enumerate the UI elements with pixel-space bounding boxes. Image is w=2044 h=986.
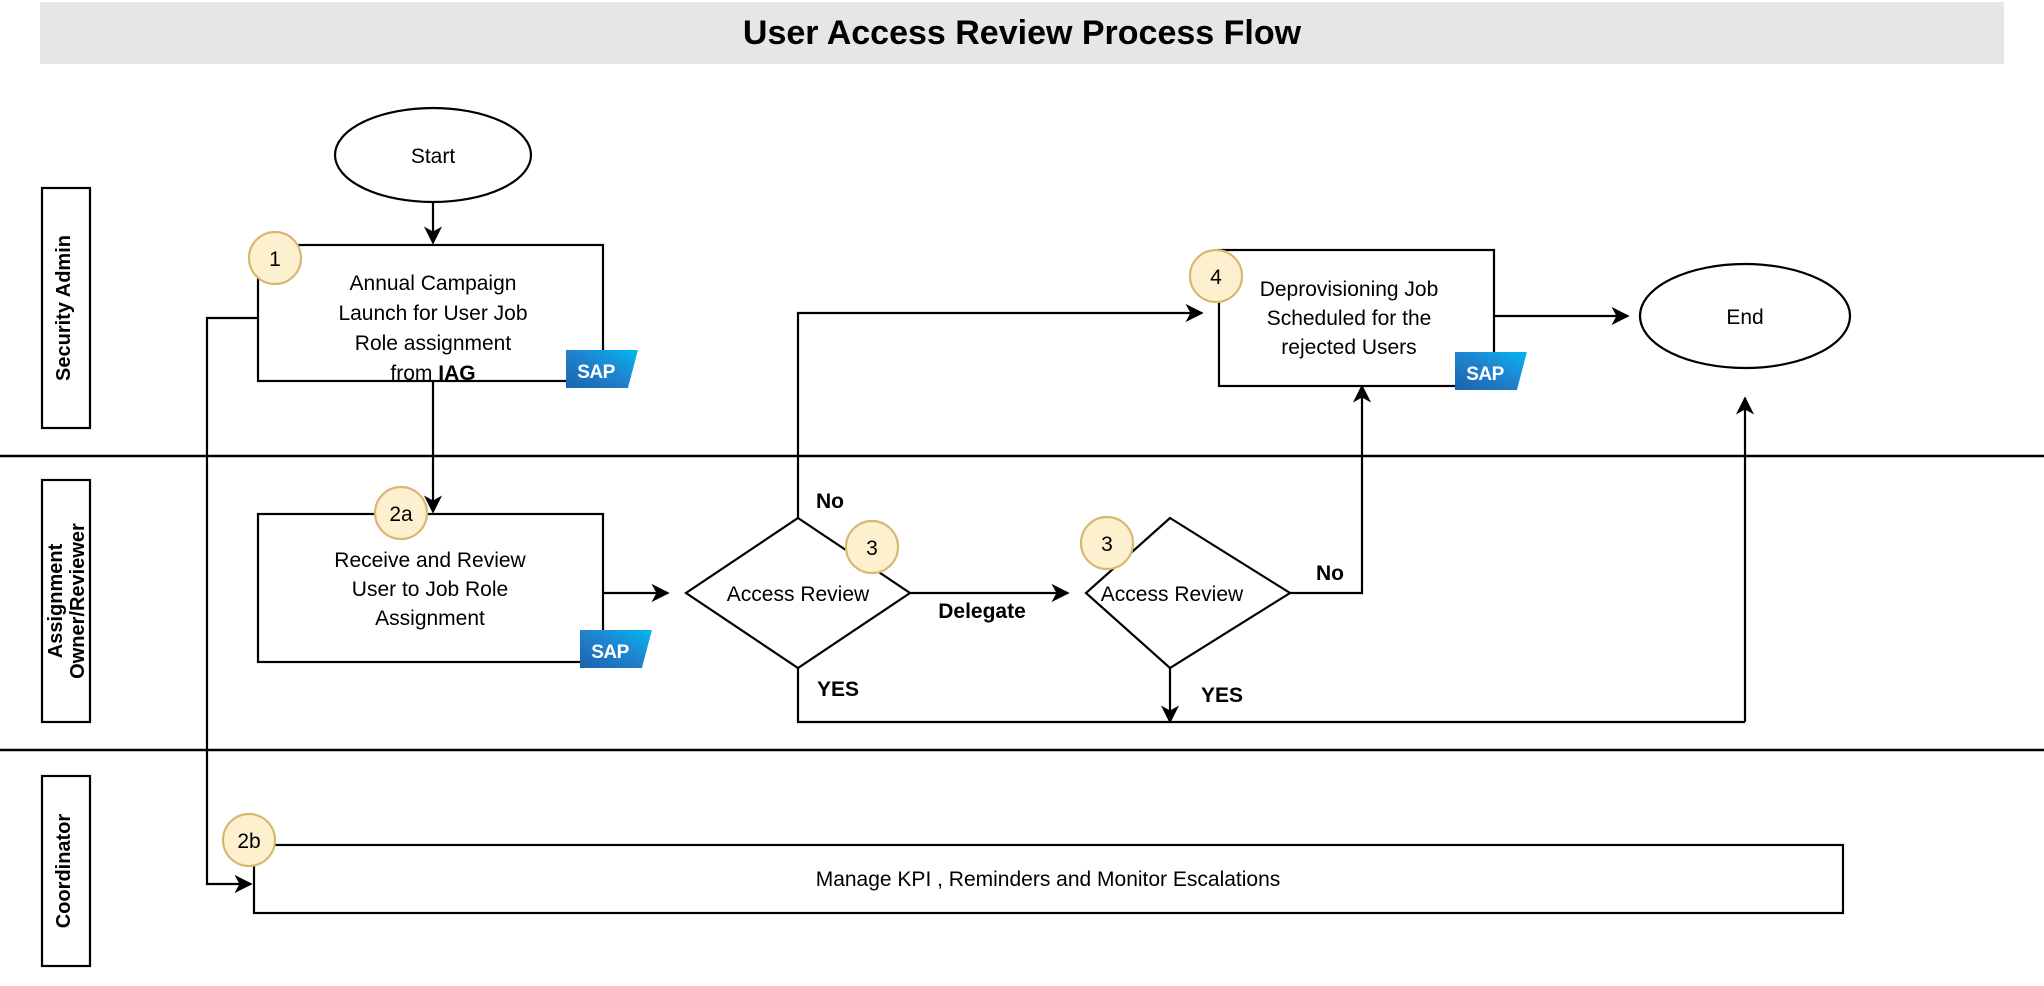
lane-separators [0, 454, 2044, 752]
connector-review1-no-to-deprovisioning [796, 303, 1204, 518]
step-marker-4: 4 [1188, 248, 1244, 304]
lane-label-security-admin: Security Admin [40, 186, 92, 430]
node-end[interactable]: End [1638, 262, 1852, 370]
node-access-review-2-label: Access Review [1101, 583, 1244, 606]
edge-label-yes-1: YES [817, 678, 859, 701]
step-marker-3-second: 3 [1079, 515, 1135, 571]
node-receive-review-line1: Receive and Review [334, 549, 526, 572]
step-marker-2b: 2b [221, 812, 277, 868]
node-receive-review[interactable]: Receive and Review User to Job Role Assi… [256, 485, 652, 668]
step-marker-3-second-text: 3 [1101, 533, 1113, 556]
sap-logo-text: SAP [577, 362, 615, 383]
step-marker-2a-text: 2a [389, 503, 413, 526]
sap-logo-icon: SAP [1455, 352, 1527, 390]
lane-label-assignment-owner-line1: Assignment [45, 543, 67, 658]
node-campaign-launch-line4: from [390, 362, 438, 385]
node-start-label: Start [411, 145, 456, 168]
node-deprovisioning-job[interactable]: Deprovisioning Job Scheduled for the rej… [1188, 248, 1527, 390]
step-marker-3-first: 3 [844, 519, 900, 575]
connector-campaign-to-manage-kpi [205, 316, 258, 894]
edge-label-no-1: No [816, 490, 844, 513]
lane-label-coordinator-text: Coordinator [53, 814, 75, 929]
edge-label-yes-2: YES [1201, 684, 1243, 707]
connector-review1-yes-rail [796, 668, 1745, 724]
node-end-label: End [1726, 306, 1763, 329]
node-deprovisioning-line1: Deprovisioning Job [1260, 278, 1439, 301]
node-start[interactable]: Start [333, 106, 533, 204]
lane-label-assignment-owner-line2: Owner/Reviewer [67, 523, 89, 679]
node-manage-kpi[interactable]: Manage KPI , Reminders and Monitor Escal… [221, 812, 1845, 915]
page-title: User Access Review Process Flow [742, 13, 1302, 52]
node-manage-kpi-label: Manage KPI , Reminders and Monitor Escal… [816, 868, 1281, 891]
node-campaign-launch-line2: Launch for User Job [338, 302, 527, 325]
node-access-review-2[interactable]: Access Review 3 [1079, 515, 1293, 670]
sap-logo-icon: SAP [566, 350, 638, 388]
step-marker-1-text: 1 [269, 248, 281, 271]
node-receive-review-line2: User to Job Role [352, 578, 508, 601]
step-marker-2a: 2a [373, 485, 429, 541]
step-marker-2b-text: 2b [237, 830, 260, 853]
node-campaign-launch-line3: Role assignment [355, 332, 512, 355]
node-campaign-launch-line1: Annual Campaign [350, 272, 517, 295]
step-marker-4-text: 4 [1210, 266, 1222, 289]
node-receive-review-line3: Assignment [375, 607, 485, 630]
svg-text:from IAG: from IAG [390, 362, 475, 385]
node-access-review-1-label: Access Review [727, 583, 870, 606]
lane-label-security-admin-text: Security Admin [53, 235, 75, 381]
sap-logo-text: SAP [591, 642, 629, 663]
title-band: User Access Review Process Flow [40, 2, 2004, 64]
sap-logo-text: SAP [1466, 364, 1504, 385]
step-marker-3-first-text: 3 [866, 537, 878, 560]
lane-label-coordinator: Coordinator [40, 774, 92, 968]
node-deprovisioning-line2: Scheduled for the [1267, 307, 1432, 330]
node-campaign-launch[interactable]: Annual Campaign Launch for User Job Role… [247, 230, 638, 388]
edge-label-no-2: No [1316, 562, 1344, 585]
edge-labels: No YES Delegate No YES [816, 490, 1344, 707]
edge-label-delegate: Delegate [938, 600, 1026, 623]
connectors [205, 192, 1755, 894]
sap-logo-icon: SAP [580, 630, 652, 668]
node-access-review-1[interactable]: Access Review 3 [684, 516, 912, 670]
lane-label-assignment-owner: Assignment Owner/Reviewer [40, 478, 92, 724]
node-deprovisioning-line3: rejected Users [1281, 336, 1416, 359]
node-campaign-launch-bold-tail: IAG [438, 362, 475, 385]
step-marker-1: 1 [247, 230, 303, 286]
